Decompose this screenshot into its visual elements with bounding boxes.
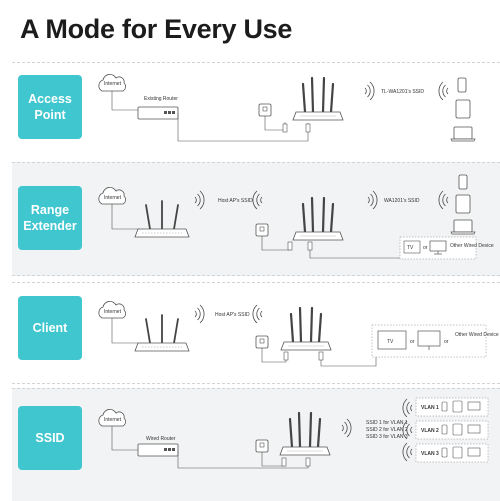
tv-label: TV bbox=[407, 245, 414, 251]
vlan-2-label: VLAN 2 bbox=[421, 428, 439, 434]
wired-router-icon bbox=[137, 443, 179, 457]
power-outlet-icon bbox=[255, 335, 269, 349]
page-title: A Mode for Every Use bbox=[20, 14, 293, 44]
vlan-3-label: VLAN 3 bbox=[421, 451, 439, 457]
tv-label: TV bbox=[387, 339, 394, 345]
ssid-line-1: SSID 1 for VLAN 1 bbox=[366, 420, 408, 426]
tablet-icon bbox=[452, 446, 463, 459]
tv-icon bbox=[377, 330, 407, 350]
internet-label: Internet bbox=[104, 195, 122, 201]
or-label: or bbox=[423, 245, 428, 251]
or-label: or bbox=[410, 339, 415, 345]
wireless-signal-icon bbox=[367, 190, 378, 210]
ssid-line-2: SSID 2 for VLAN 2 bbox=[366, 427, 408, 433]
desktop-icon bbox=[417, 330, 441, 347]
ethernet-plug-icon bbox=[307, 241, 313, 251]
host-router-icon bbox=[134, 314, 190, 352]
wireless-signal-icon bbox=[252, 190, 263, 210]
tv-icon bbox=[403, 240, 421, 254]
wireless-signal-icon bbox=[194, 304, 205, 324]
phone-icon bbox=[441, 424, 448, 435]
mode-ssid-label: SSID bbox=[18, 406, 82, 470]
laptop-icon bbox=[467, 447, 481, 457]
wa1201-extender-icon bbox=[291, 196, 345, 242]
wireless-signal-icon bbox=[438, 81, 449, 101]
access-point-diagram: Internet Existing Router TL-WA1201's SSI… bbox=[98, 73, 476, 142]
power-outlet-icon bbox=[255, 223, 269, 237]
tablet-icon bbox=[452, 423, 463, 436]
host-ap-ssid-label: Host AP's SSID bbox=[218, 198, 253, 204]
mode-range-extender-label: Range Extender bbox=[18, 186, 82, 250]
other-wired-device-label: Other Wired Device bbox=[450, 243, 494, 249]
wireless-signal-icon bbox=[252, 304, 263, 324]
host-ap-ssid-label: Host AP's SSID bbox=[215, 312, 250, 318]
laptop-icon bbox=[450, 126, 476, 142]
laptop-icon bbox=[467, 401, 481, 411]
phone-icon bbox=[457, 77, 467, 93]
wireless-signal-icon bbox=[364, 81, 375, 101]
client-diagram: Internet Host AP's SSID TV or or Other W… bbox=[98, 300, 499, 367]
wired-router-label: Wired Router bbox=[146, 436, 176, 442]
power-plug-icon bbox=[287, 241, 293, 251]
ssid-diagram: Internet Wired Router SSID 1 for VLAN 1 … bbox=[98, 397, 489, 469]
wireless-signal-icon bbox=[438, 190, 449, 210]
tablet-icon bbox=[455, 194, 471, 214]
panel-access-point bbox=[12, 62, 500, 164]
or-label: or bbox=[444, 339, 449, 345]
wireless-signal-icon bbox=[402, 398, 413, 418]
internet-label: Internet bbox=[104, 309, 122, 315]
phone-icon bbox=[441, 401, 448, 412]
wa1201-ssid-ap-icon bbox=[278, 411, 332, 457]
laptop-icon bbox=[450, 219, 476, 235]
other-wired-device-label: Other Wired Device bbox=[455, 332, 499, 338]
tablet-icon bbox=[455, 99, 471, 119]
wireless-signal-icon bbox=[402, 442, 413, 462]
power-plug-icon bbox=[283, 351, 289, 361]
ap-ssid-label: TL-WA1201's SSID bbox=[381, 89, 424, 95]
ethernet-plug-icon bbox=[305, 457, 311, 467]
laptop-icon bbox=[467, 424, 481, 434]
mode-access-point-label: Access Point bbox=[18, 75, 82, 139]
tablet-icon bbox=[452, 400, 463, 413]
wa1201-client-icon bbox=[279, 306, 333, 352]
ethernet-plug-icon bbox=[318, 351, 324, 361]
existing-router-icon bbox=[137, 106, 179, 120]
internet-label: Internet bbox=[104, 81, 122, 87]
power-plug-icon bbox=[282, 123, 288, 133]
wa1201-access-point-icon bbox=[291, 76, 345, 122]
existing-router-label: Existing Router bbox=[144, 96, 178, 102]
ethernet-plug-icon bbox=[305, 123, 311, 133]
host-router-icon bbox=[134, 200, 190, 238]
mode-client-label: Client bbox=[18, 296, 82, 360]
power-outlet-icon bbox=[255, 439, 269, 453]
vlan-1-label: VLAN 1 bbox=[421, 405, 439, 411]
power-plug-icon bbox=[281, 457, 287, 467]
wireless-signal-icon bbox=[194, 190, 205, 210]
power-outlet-icon bbox=[258, 103, 272, 117]
range-extender-diagram: Internet Host AP's SSID WA1201's SSID TV… bbox=[98, 174, 494, 260]
extender-ssid-label: WA1201's SSID bbox=[384, 198, 420, 204]
wireless-signal-icon bbox=[341, 418, 352, 438]
ssid-line-3: SSID 3 for VLAN 3 bbox=[366, 434, 408, 440]
phone-icon bbox=[441, 447, 448, 458]
phone-icon bbox=[458, 174, 468, 190]
internet-label: Internet bbox=[104, 417, 122, 423]
